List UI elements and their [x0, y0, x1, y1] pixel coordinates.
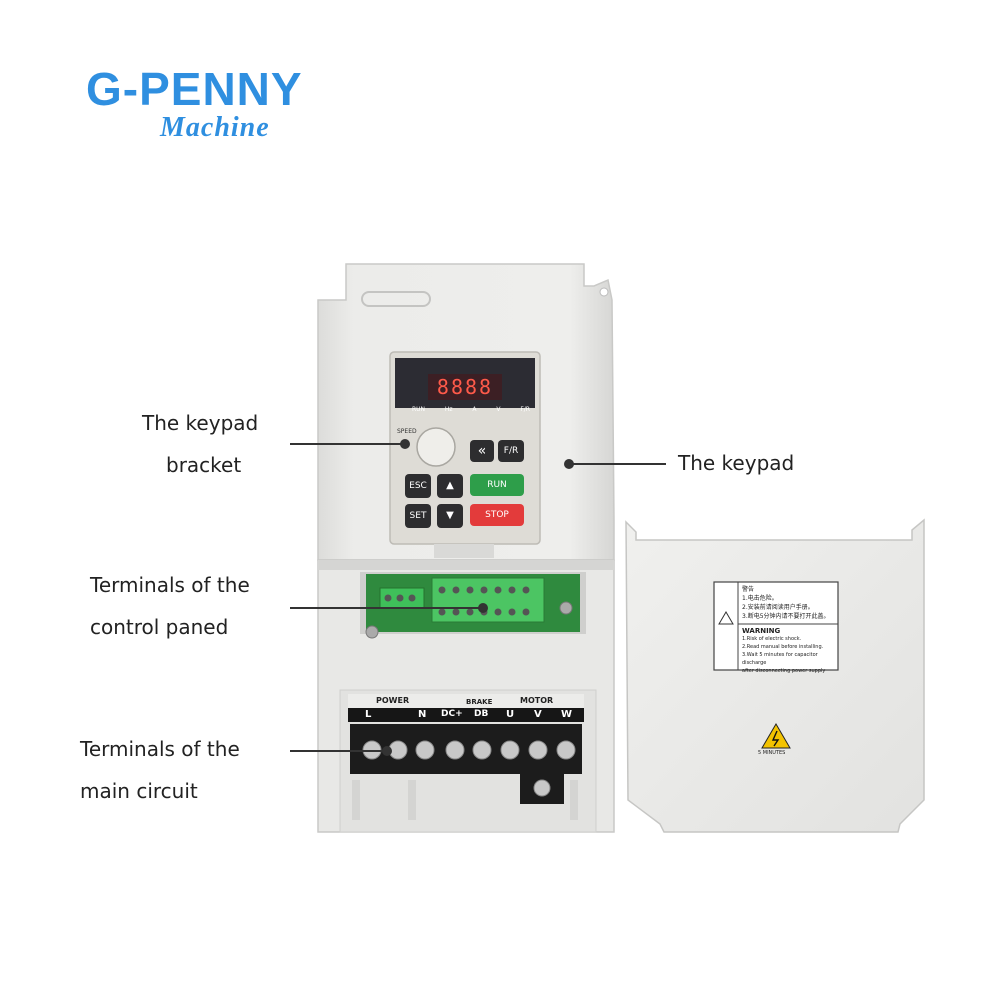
callout-main-terminals-line1: Terminals of the — [80, 737, 240, 761]
callout-main-terminals: Terminals of the main circuit — [80, 728, 240, 812]
leader-dot-control-terminals — [478, 603, 488, 613]
down-button[interactable]: ▼ — [437, 504, 463, 528]
callout-control-terminals-line2: control paned — [90, 615, 229, 639]
brand-tagline: Machine — [160, 112, 270, 143]
leader-dot-keypad — [564, 459, 574, 469]
terminal-group-brake: BRAKE — [466, 698, 493, 706]
warning-title-en: WARNING — [742, 627, 781, 635]
main-terminal-block — [348, 694, 584, 820]
shift-button[interactable]: « — [470, 440, 494, 462]
fr-button[interactable]: F/R — [498, 440, 524, 462]
terminal-label-w: W — [561, 709, 573, 720]
leader-keypad — [570, 463, 666, 465]
indicator-v: V — [496, 406, 501, 413]
callout-keypad-bracket: The keypad bracket — [142, 402, 258, 486]
terminal-group-power: POWER — [376, 696, 410, 705]
warning-line-cn-1: 1.电击危险。 — [742, 595, 778, 602]
warning-title-cn: 警告 — [742, 586, 755, 593]
warning-line-cn-3: 3.断电5分钟内请不要打开此盖。 — [742, 613, 830, 620]
speed-knob[interactable] — [417, 428, 455, 466]
run-button[interactable]: RUN — [470, 474, 524, 496]
indicator-fr: F/R — [520, 406, 530, 413]
callout-main-terminals-line2: main circuit — [80, 779, 198, 803]
leader-main-terminals — [290, 750, 386, 752]
front-cover — [625, 518, 925, 833]
terminal-label-l: L — [365, 709, 372, 720]
callout-control-terminals: Terminals of the control paned — [90, 564, 250, 648]
callout-control-terminals-line1: Terminals of the — [90, 573, 250, 597]
warning-line-en-1: 1.Risk of electric shock. — [742, 636, 802, 642]
leader-control-terminals — [290, 607, 480, 609]
up-button[interactable]: ▲ — [437, 474, 463, 498]
leader-dot-main-terminals — [382, 746, 392, 756]
leader-keypad-bracket — [290, 443, 406, 445]
warning-line-cn-2: 2.安装前请阅读用户手册。 — [742, 604, 814, 611]
callout-keypad-bracket-line1: The keypad — [142, 411, 259, 435]
warning-line-en-2: 2.Read manual before installing. — [742, 644, 824, 650]
indicator-row: RUN Hz A V F/R — [412, 406, 530, 416]
control-terminal-board — [360, 572, 586, 639]
indicator-hz: Hz — [444, 406, 453, 413]
keypad-display: 8888 — [436, 375, 494, 399]
terminal-label-dcplus: DC+ — [441, 709, 463, 719]
warning-label-en: WARNING 1.Risk of electric shock. 2.Read… — [742, 627, 838, 675]
hazard-caption: 5 MINUTES — [758, 750, 786, 756]
callout-keypad: The keypad — [678, 451, 795, 475]
indicator-a: A — [472, 406, 477, 413]
terminal-label-n: N — [418, 709, 427, 720]
callout-keypad-bracket-line2: bracket — [166, 453, 242, 477]
speed-knob-label: SPEED — [397, 428, 417, 435]
warning-line-en-3: 3.Wait 5 minutes for capacitor discharge — [742, 652, 818, 666]
stop-button[interactable]: STOP — [470, 504, 524, 526]
warning-label-cn: 警告 1.电击危险。 2.安装前请阅读用户手册。 3.断电5分钟内请不要打开此盖… — [742, 585, 836, 621]
leader-dot-keypad-bracket — [400, 439, 410, 449]
terminal-label-u: U — [506, 709, 515, 720]
terminal-label-v: V — [534, 709, 542, 720]
warning-line-en-4: after disconnecting power supply — [742, 668, 826, 674]
set-button[interactable]: SET — [405, 504, 431, 528]
esc-button[interactable]: ESC — [405, 474, 431, 498]
indicator-run: RUN — [412, 406, 426, 413]
terminal-group-motor: MOTOR — [520, 696, 554, 705]
terminal-label-db: DB — [474, 709, 489, 719]
brand-logo-text: G-PENNY — [86, 63, 303, 115]
